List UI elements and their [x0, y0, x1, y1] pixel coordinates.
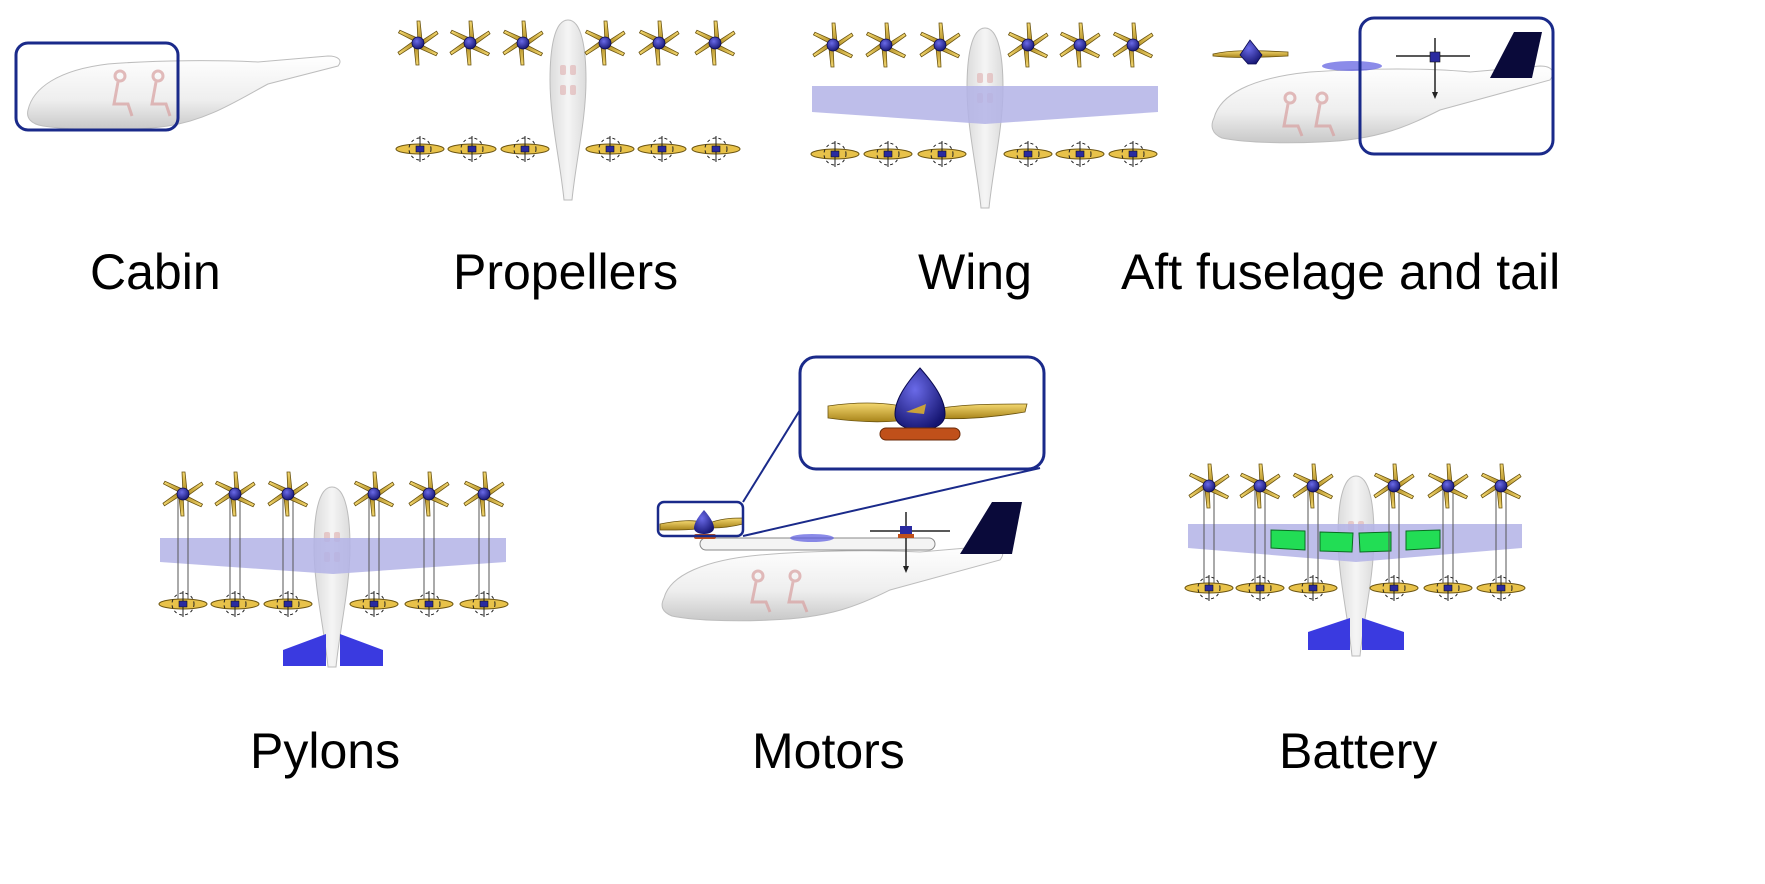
- wing-panel: [810, 22, 1158, 209]
- motor-enlarged: [827, 367, 1028, 441]
- caption-motors: Motors: [752, 723, 905, 779]
- caption-propellers: Propellers: [453, 244, 679, 300]
- battery-panel: [1184, 463, 1526, 657]
- caption-cabin: Cabin: [90, 244, 221, 300]
- motors-panel: [656, 355, 1046, 622]
- propellers-panel: [395, 19, 741, 201]
- caption-wing: Wing: [918, 244, 1032, 300]
- nose-propeller: [1212, 39, 1289, 65]
- aft-highlight-box: [1358, 16, 1555, 156]
- caption-pylons: Pylons: [250, 723, 401, 779]
- caption-battery: Battery: [1279, 723, 1438, 779]
- motor-highlight-box: [656, 500, 745, 538]
- wing-shape: [812, 86, 1158, 124]
- cabin-panel: [14, 41, 342, 132]
- battery-packs: [1270, 529, 1441, 553]
- aft-panel: [1211, 16, 1555, 156]
- cabin-highlight-box: [14, 41, 180, 132]
- pylons-panel: [158, 471, 509, 668]
- caption-aft-fuselage-and-tail: Aft fuselage and tail: [1121, 244, 1561, 300]
